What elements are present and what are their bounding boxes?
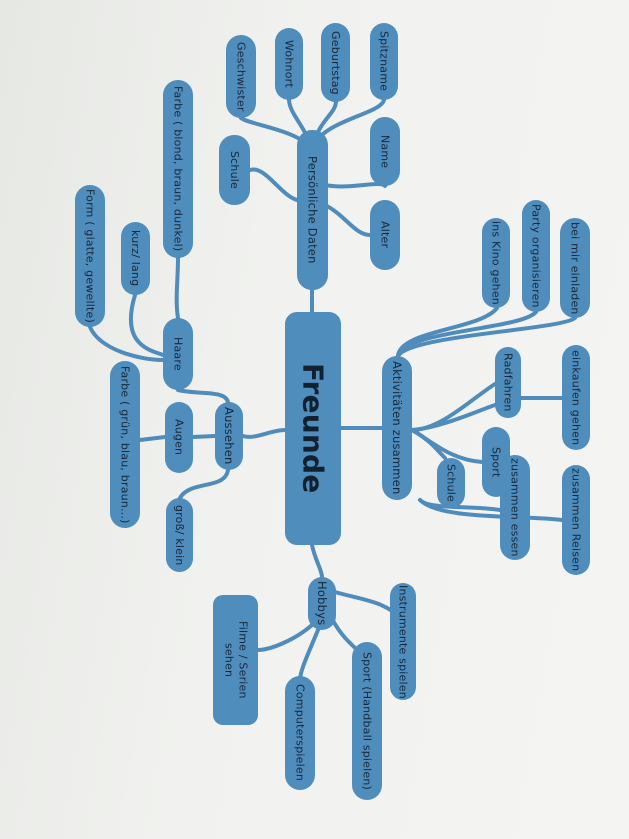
node-radfahren: Radfahren <box>495 347 521 418</box>
node-schule-aktivitaeten: Schule <box>437 458 465 508</box>
node-gross-klein: groß/ klein <box>166 498 193 572</box>
branch-label: Persönliche Daten <box>305 156 320 264</box>
node-zusammen-reisen: zusammen Reisen <box>562 465 590 575</box>
node-label: Sport <box>489 446 503 478</box>
node-filme-serien: Filme / Serien sehen <box>213 595 258 725</box>
node-label: Radfahren <box>501 353 515 412</box>
node-geschwister: Geschwister <box>226 35 256 118</box>
node-label: Farbe ( grün, blau, braun...) <box>118 365 132 524</box>
node-label: Instrumente spielen <box>396 584 410 699</box>
branch-aussehen: Aussehen <box>215 402 243 470</box>
node-label: Schule <box>228 151 241 189</box>
node-schule-personal: Schule <box>219 135 250 205</box>
node-haare-form: Form ( glatte, gewellte) <box>75 185 105 327</box>
node-label: Schule <box>444 464 458 502</box>
node-label: Party organisieren <box>529 204 543 308</box>
node-label: Geburtstag <box>329 30 342 95</box>
node-haare-farbe: Farbe ( blond, braun, dunkel) <box>163 80 193 258</box>
node-haare: Haare <box>163 318 193 390</box>
node-geburtstag: Geburtstag <box>321 23 350 102</box>
node-label: Wohnort <box>282 40 296 88</box>
node-label: groß/ klein <box>173 504 186 566</box>
node-einkaufen-gehen: einkaufen gehen <box>562 345 590 450</box>
node-ins-kino-gehen: ins Kino gehen <box>482 218 510 308</box>
node-label: Geschwister <box>234 41 248 112</box>
node-label: Computerspielen <box>293 684 307 782</box>
node-name: Name <box>370 117 400 186</box>
node-label: Augen <box>172 419 186 456</box>
node-computerspielen: Computerspielen <box>285 676 315 790</box>
node-wohnort: Wohnort <box>275 28 303 100</box>
node-label: Sport (Handball spielen) <box>360 651 374 791</box>
node-label: zusammen essen <box>508 458 522 557</box>
node-sport-handball: Sport (Handball spielen) <box>352 642 382 800</box>
node-label: Filme / Serien sehen <box>222 621 250 699</box>
node-label: Alter <box>378 221 392 249</box>
branch-label: Aussehen <box>222 407 236 465</box>
branch-aktivitaeten: Aktivitäten zusammen <box>382 356 412 500</box>
branch-persoenliche-daten: Persönliche Daten <box>297 130 328 290</box>
node-label: ins Kino gehen <box>489 221 503 305</box>
node-party-organisieren: Party organisieren <box>522 200 550 312</box>
node-bei-mir-einladen: bei mir einladen <box>560 218 590 318</box>
node-instrumente-spielen: Instrumente spielen <box>390 583 416 700</box>
node-label: kurz/ lang <box>129 230 142 287</box>
branch-label: Hobbys <box>315 581 329 626</box>
node-label: einkaufen gehen <box>569 349 583 446</box>
node-alter: Alter <box>370 200 400 270</box>
node-label: Name <box>378 134 392 169</box>
node-augen-farbe: Farbe ( grün, blau, braun...) <box>110 361 140 528</box>
center-label: Freunde <box>296 363 330 494</box>
branch-label: Aktivitäten zusammen <box>390 361 404 495</box>
node-spitzname: Spitzname <box>370 23 398 100</box>
node-kurz-lang: kurz/ lang <box>121 222 150 295</box>
node-augen: Augen <box>165 402 193 473</box>
center-node-freunde: Freunde <box>285 312 341 545</box>
node-label: bei mir einladen <box>568 221 582 315</box>
node-label: zusammen Reisen <box>569 468 583 572</box>
node-label: Haare <box>171 337 185 371</box>
node-label: Spitzname <box>377 31 391 92</box>
branch-hobbys: Hobbys <box>308 577 336 630</box>
node-label: Farbe ( blond, braun, dunkel) <box>171 86 185 252</box>
node-label: Form ( glatte, gewellte) <box>83 189 97 323</box>
node-zusammen-essen: zusammen essen <box>500 455 530 560</box>
